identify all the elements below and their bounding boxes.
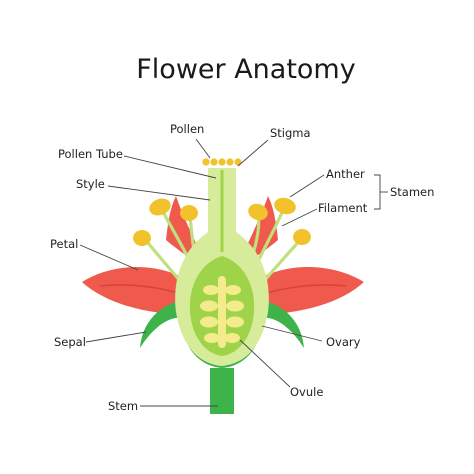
diagram-title: Flower Anatomy <box>136 54 355 85</box>
label-ovary: Ovary <box>326 335 361 349</box>
label-style: Style <box>76 177 105 191</box>
label-pollen: Pollen <box>170 122 204 136</box>
label-stamen: Stamen <box>390 185 434 199</box>
label-pollen-tube: Pollen Tube <box>58 147 123 161</box>
label-petal: Petal <box>50 237 78 251</box>
label-sepal: Sepal <box>54 335 86 349</box>
label-anther: Anther <box>326 167 365 181</box>
ovule-shapes <box>200 276 244 348</box>
label-stem: Stem <box>108 399 138 413</box>
stem-shape <box>210 368 234 414</box>
anthers <box>133 197 311 246</box>
pollen-grains <box>202 158 242 166</box>
labels: Pollen Stigma Pollen Tube Style Anther F… <box>50 122 434 413</box>
leader-lines <box>79 138 388 407</box>
label-filament: Filament <box>318 201 368 215</box>
flower-illustration <box>82 158 364 414</box>
label-stigma: Stigma <box>270 126 311 140</box>
label-ovule: Ovule <box>290 385 323 399</box>
